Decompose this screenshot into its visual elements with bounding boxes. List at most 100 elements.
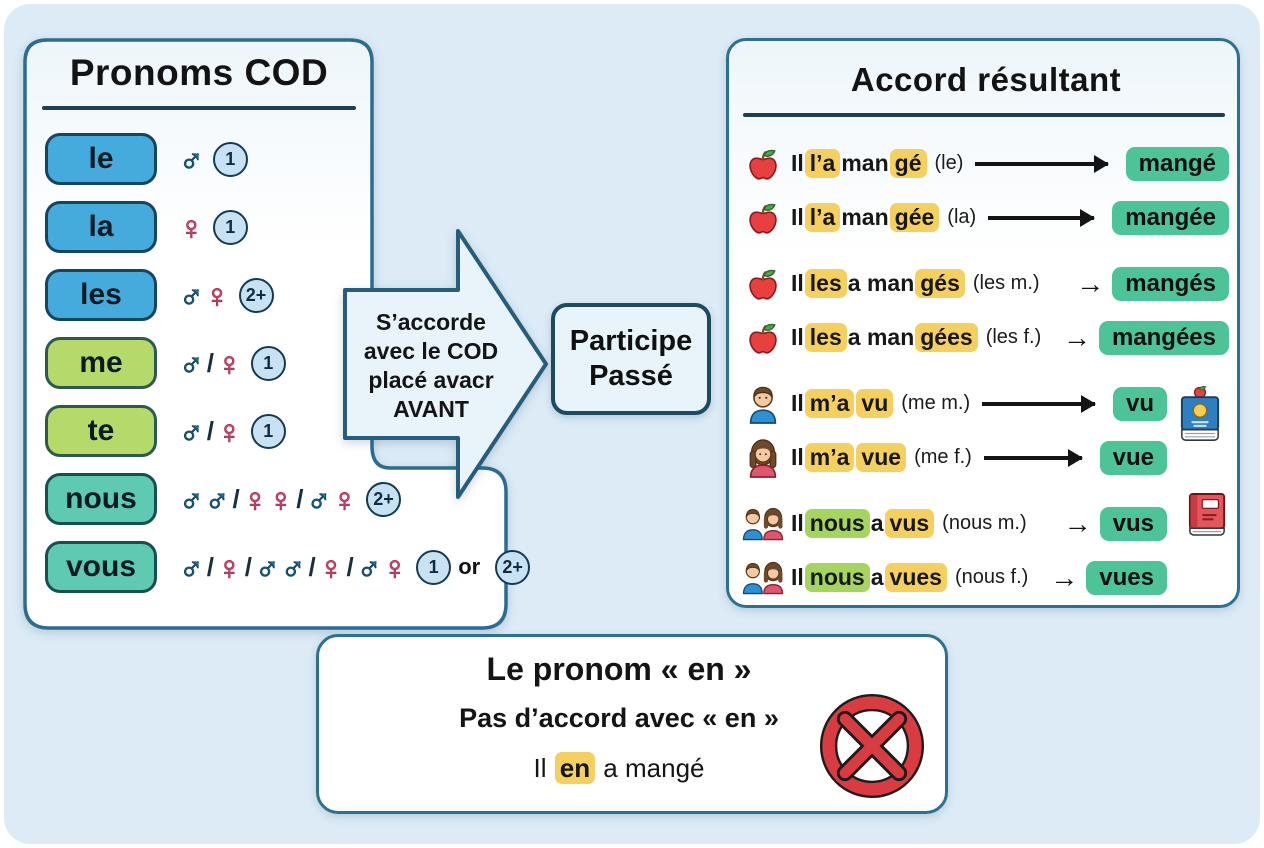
phrase-segment: a — [870, 564, 884, 590]
male-symbol: ♂ — [254, 548, 280, 586]
or-label: or — [458, 554, 481, 579]
result-pill: vues — [1086, 560, 1167, 595]
arrow-caption-line: AVANT — [393, 396, 469, 422]
accord-row: Il nous a vus(nous m.)→vus — [741, 501, 1229, 546]
apple-icon — [741, 200, 785, 236]
result-pill: vus — [1099, 506, 1167, 541]
result-arrow: → — [1062, 321, 1091, 353]
result-arrow — [983, 455, 1082, 460]
gender-note: (nous m.) — [942, 512, 1027, 534]
phrase-segment: a man — [847, 324, 915, 350]
result-arrow: → — [1050, 561, 1079, 593]
pronoun-row: les♂♀2+ — [45, 269, 505, 321]
pronoun-row: la ♀1 — [45, 201, 505, 253]
couple-icon — [741, 505, 785, 542]
gender-note: (les m.) — [972, 272, 1040, 294]
phrase-segment: vu — [856, 389, 894, 418]
gender-symbols: ♂/♀1 — [178, 412, 286, 450]
phrase-segment: Il — [791, 510, 804, 536]
phrase-segment: m’a — [804, 443, 855, 472]
female-symbol: ♀ — [216, 548, 242, 586]
gender-symbols: ♂/♀1 — [178, 344, 286, 382]
male-symbol: ♂ — [356, 548, 382, 586]
phrase-segment: Il — [791, 390, 804, 416]
couple-icon — [741, 559, 785, 596]
phrase-segment: l’a — [804, 149, 841, 178]
male-symbol: ♂ — [306, 480, 332, 518]
example-segment: Il — [533, 753, 554, 783]
phrase-segment: a man — [847, 270, 915, 296]
result-arrow — [988, 215, 1095, 220]
male-symbol: ♂ — [178, 480, 204, 518]
gender-note: (le) — [934, 152, 964, 174]
phrase-segment: Il — [791, 564, 804, 590]
gender-symbols: ♀1 — [178, 208, 248, 246]
pronoun-pill: le — [45, 133, 157, 185]
phrase-segment: gée — [889, 203, 940, 232]
slash-separator: / — [296, 483, 304, 514]
phrase-segment: vus — [884, 509, 935, 538]
pronoun-pill: la — [45, 201, 157, 253]
girl-icon — [741, 438, 785, 478]
pronoun-pill: nous — [45, 473, 157, 525]
pronoun-row: nous♂♂/♀♀/♂♀2+ — [45, 473, 505, 525]
blue-book-icon — [1177, 381, 1223, 444]
phrase-segment: Il — [791, 204, 804, 230]
arrow-caption: S’accorde avec le COD placé avacr AVANT — [352, 308, 510, 424]
female-symbol: ♀ — [178, 208, 204, 246]
accord-row: Il m’a vu (me m.) vu — [741, 381, 1229, 426]
phrase-segment: Il — [791, 150, 804, 176]
gender-symbols: ♂♂/♀♀/♂♀2+ — [178, 480, 401, 518]
phrase-segment: a — [870, 510, 884, 536]
example-segment: en — [554, 752, 596, 784]
result-pill: mangé — [1125, 146, 1229, 181]
arrow-caption-line: S’accorde — [376, 309, 486, 335]
count-badge: 2+ — [365, 481, 401, 517]
pronoun-pill: les — [45, 269, 157, 321]
participle-box: Participe Passé — [551, 303, 711, 415]
male-symbol: ♂ — [178, 412, 204, 450]
result-pill: vue — [1099, 440, 1167, 475]
participle-line: Passé — [589, 360, 673, 392]
slash-separator: / — [232, 483, 240, 514]
result-pill: mangées — [1098, 320, 1229, 355]
count-badge: 1 — [212, 141, 248, 177]
gender-note: (nous f.) — [954, 566, 1029, 588]
phrase-segment: vue — [856, 443, 907, 472]
prohibition-icon — [819, 693, 925, 799]
slash-separator: / — [206, 551, 214, 582]
apple-icon — [741, 266, 785, 302]
result-pill: vu — [1112, 386, 1167, 421]
gender-note: (me m.) — [901, 392, 971, 414]
phrase-segment: m’a — [804, 389, 855, 418]
slash-separator: / — [206, 347, 214, 378]
phrase-segment: Il — [791, 270, 804, 296]
result-pill: mangés — [1112, 266, 1229, 301]
count-badge: 1 — [250, 345, 286, 381]
female-symbol: ♀ — [332, 480, 358, 518]
apple-icon — [741, 320, 785, 356]
pronoun-row: me♂/♀1 — [45, 337, 505, 389]
count-badge: 2+ — [238, 277, 274, 313]
phrase-segment: les — [804, 269, 847, 298]
pronoun-row: te♂/♀1 — [45, 405, 505, 457]
female-symbol: ♀ — [216, 344, 242, 382]
female-symbol: ♀ — [242, 480, 268, 518]
female-symbol: ♀ — [204, 276, 230, 314]
count-badge: 1 — [250, 413, 286, 449]
en-panel-title: Le pronom « en » — [486, 651, 752, 687]
count-badge: 1 — [212, 209, 248, 245]
female-symbol: ♀ — [268, 480, 294, 518]
slash-separator: / — [206, 415, 214, 446]
en-example: Il en a mangé — [319, 752, 919, 784]
phrase-segment: Il — [791, 444, 804, 470]
phrase-segment: vues — [884, 563, 947, 592]
left-title-underline — [42, 106, 356, 110]
male-symbol: ♂ — [178, 548, 204, 586]
